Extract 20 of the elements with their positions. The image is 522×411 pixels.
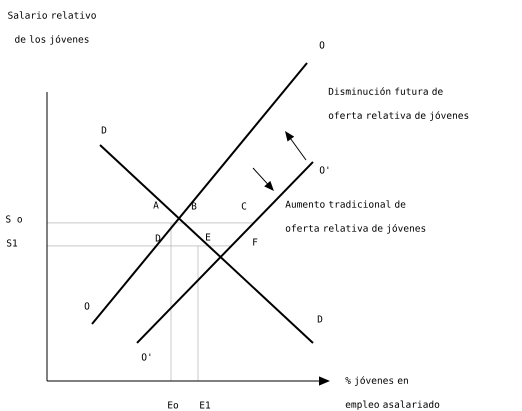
point-label: A [153, 202, 159, 208]
axis-value: E1 [200, 402, 210, 408]
point-label: E [206, 234, 210, 240]
curve-label: O' [320, 166, 328, 174]
annotation: Aumento tradicional de oferta relativa de jóvenes [285, 200, 426, 234]
point-label: C [242, 202, 246, 210]
curve-label: D [318, 316, 322, 322]
curve-label: O [84, 302, 90, 310]
axis-title: % jóvenes en empleo asalariado [345, 376, 440, 410]
axis-title: Salario relativo de los jóvenes [8, 11, 96, 45]
axis-value: Eo [168, 401, 178, 409]
curve-label: O' [142, 353, 150, 361]
point-label: B [192, 202, 196, 210]
axis-value: S o [6, 215, 22, 223]
curve-label: D [102, 126, 106, 134]
point-label: D [156, 234, 160, 242]
annotation: Disminución futura de oferta relativa de jóvenes [328, 87, 468, 121]
curve-label: O [320, 41, 324, 49]
point-label: F [253, 238, 258, 246]
axis-value: S1 [6, 239, 18, 247]
